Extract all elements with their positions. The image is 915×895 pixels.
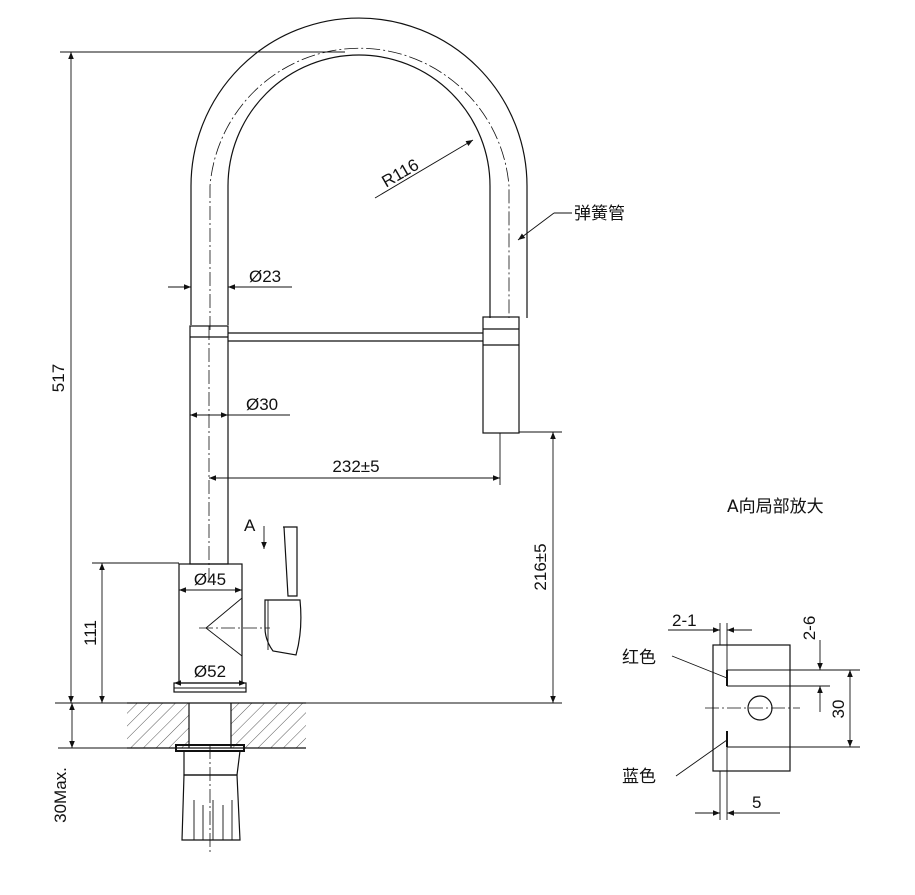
dim-232: 232±5	[209, 433, 501, 485]
view-a-indicator: A	[244, 516, 267, 549]
dim-d52-label: Ø52	[194, 662, 226, 681]
detail-title: A向局部放大	[727, 497, 824, 517]
dim-30max-label: 30Max.	[51, 767, 70, 823]
dim-111: 111	[81, 562, 179, 703]
dim-517: 517	[49, 51, 345, 704]
dim-d30: Ø30	[190, 395, 290, 418]
dim-r116-label: R116	[378, 155, 422, 191]
blue-label: 蓝色	[622, 767, 656, 787]
spring-hose-callout: 弹簧管	[517, 204, 625, 241]
red-label: 红色	[622, 648, 656, 668]
dim-5-label: 5	[752, 793, 761, 812]
dim-30max: 30Max.	[51, 703, 127, 823]
detail-view-a: 2-1 2-6 30 5 红色 蓝色	[622, 611, 860, 820]
dim-d45: Ø45	[179, 570, 242, 593]
dim-r116: R116	[374, 139, 474, 199]
dim-216: 216±5	[246, 431, 562, 704]
dim-232-label: 232±5	[332, 457, 379, 476]
dim-111-label: 111	[81, 620, 100, 646]
dim-2-6-label: 2-6	[800, 616, 819, 641]
view-a-label: A	[244, 516, 256, 535]
dim-d30-label: Ø30	[246, 395, 278, 414]
dim-d45-label: Ø45	[194, 570, 226, 589]
dim-517-label: 517	[49, 364, 68, 392]
dim-d23-label: Ø23	[249, 267, 281, 286]
dim-d52: Ø52	[174, 662, 246, 686]
spring-hose-label: 弹簧管	[574, 204, 625, 224]
dim-d23: Ø23	[168, 267, 292, 290]
dim-216-label: 216±5	[531, 543, 550, 590]
dim-30-label: 30	[829, 700, 848, 719]
dim-2-1-label: 2-1	[672, 611, 697, 630]
